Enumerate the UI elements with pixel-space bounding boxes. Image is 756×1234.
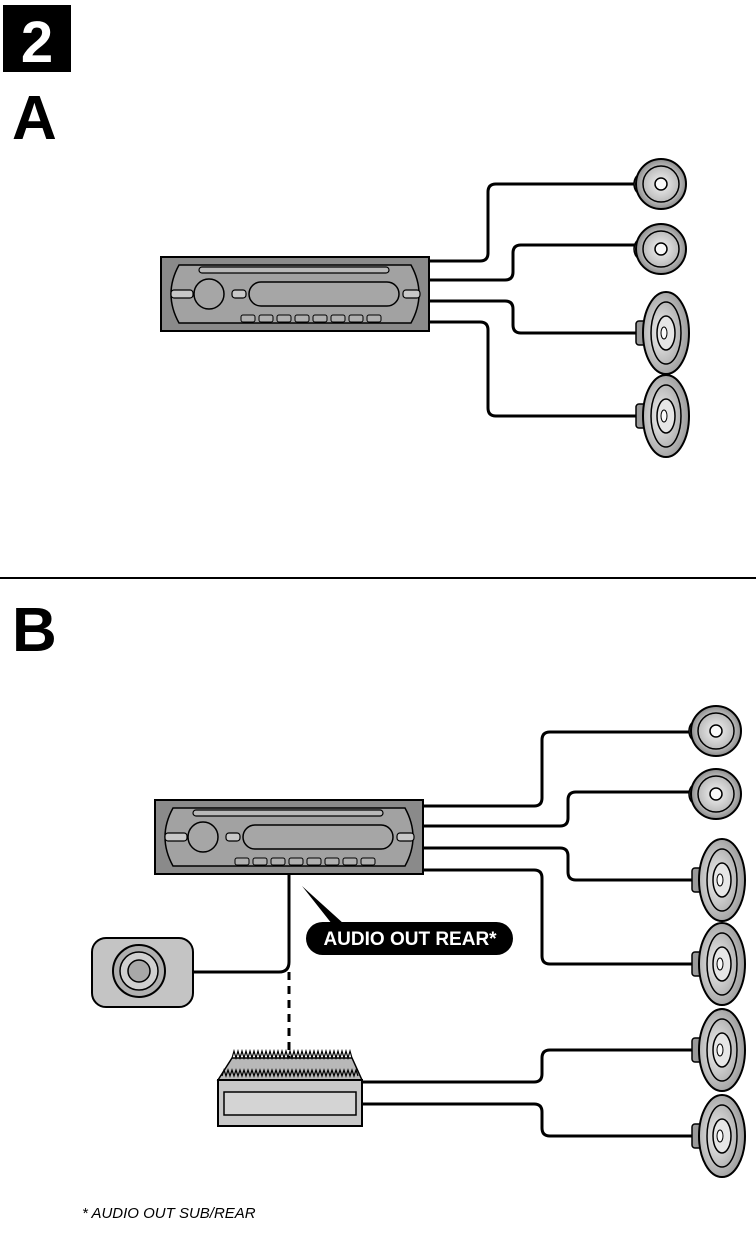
head-unit-b xyxy=(154,799,424,875)
tweeter-speaker-b1 xyxy=(688,705,742,757)
oval-speaker-a2 xyxy=(635,374,690,458)
oval-speaker-b2 xyxy=(691,922,746,1006)
power-amplifier xyxy=(216,1048,364,1127)
subwoofer xyxy=(91,937,194,1008)
section-a-label: A xyxy=(12,84,57,153)
section-b-label: B xyxy=(12,596,57,665)
tweeter-speaker-a2 xyxy=(633,223,687,275)
tweeter-speaker-b2 xyxy=(688,768,742,820)
tweeter-speaker-a1 xyxy=(633,158,687,210)
step-number: 2 xyxy=(21,10,53,75)
section-a-wires xyxy=(428,182,640,418)
oval-speaker-b3 xyxy=(691,1008,746,1092)
oval-speaker-a1 xyxy=(635,291,690,375)
section-b-wires xyxy=(193,730,697,1138)
footnote: * AUDIO OUT SUB/REAR xyxy=(82,1205,256,1222)
step-number-badge xyxy=(3,5,71,72)
audio-out-rear-label: AUDIO OUT REAR* xyxy=(323,929,497,950)
audio-out-rear-callout: AUDIO OUT REAR* xyxy=(302,886,513,955)
oval-speaker-b1 xyxy=(691,838,746,922)
head-unit-a xyxy=(160,256,430,332)
oval-speaker-b4 xyxy=(691,1094,746,1178)
